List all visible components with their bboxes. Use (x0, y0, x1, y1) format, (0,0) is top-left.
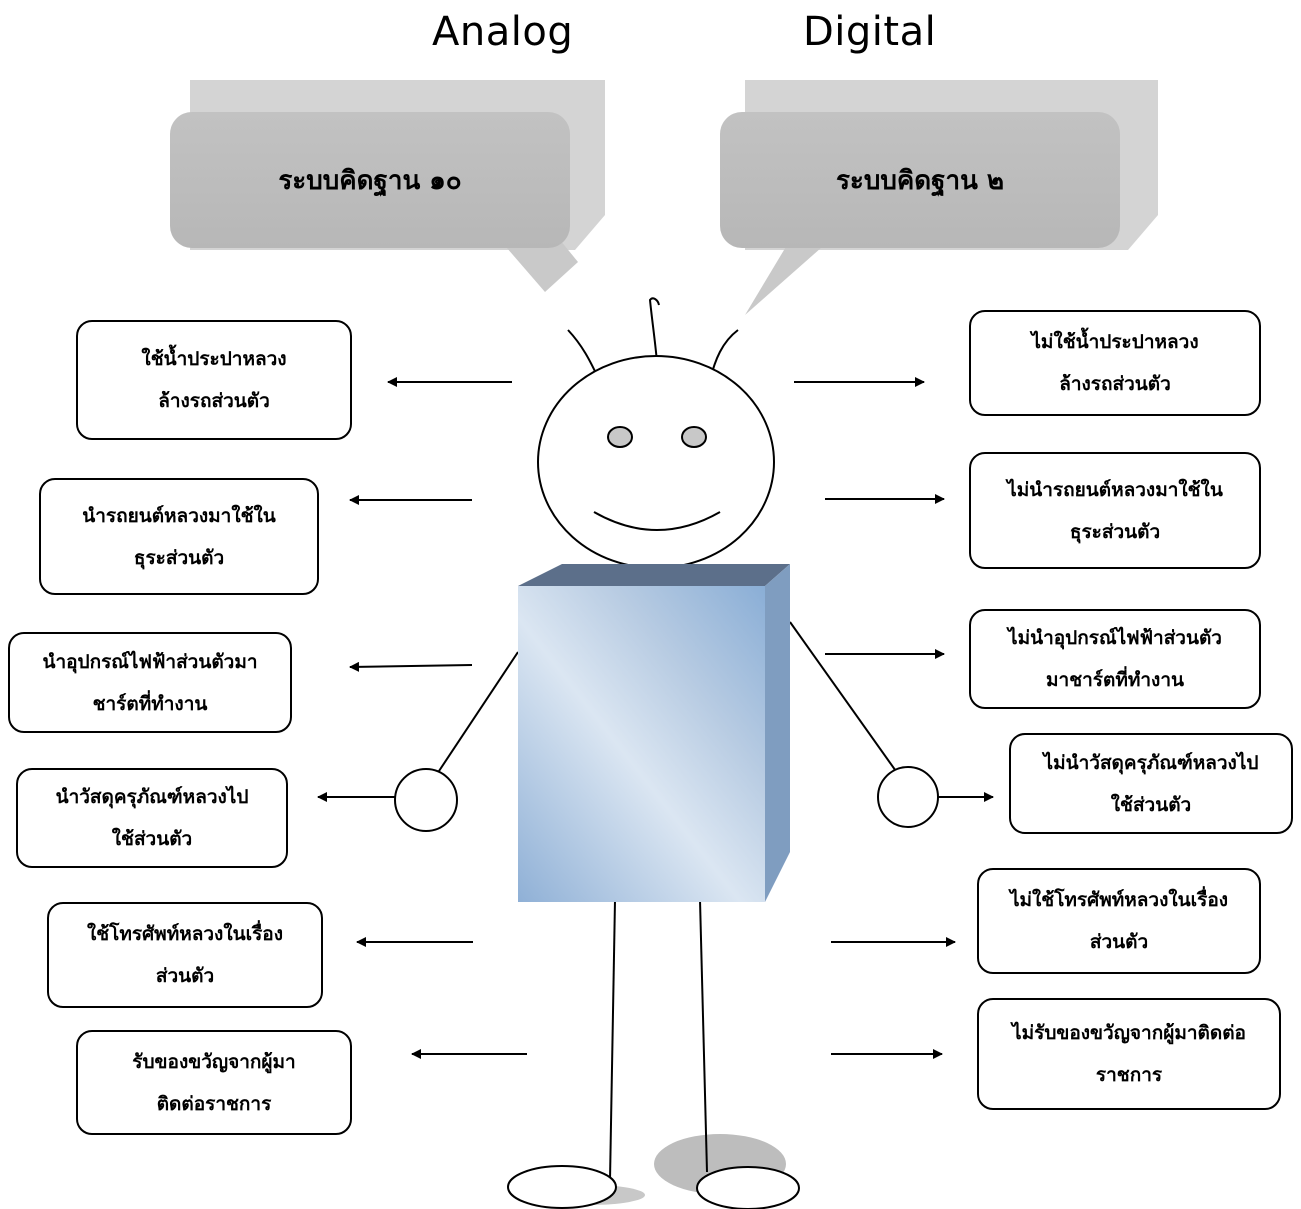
digital-item-text: ไม่นำอุปกรณ์ไฟฟ้าส่วนตัว มาชาร์ตที่ทำงาน (1008, 627, 1222, 691)
arrows (317, 377, 994, 1059)
analog-item-text: ใช้โทรศัพท์หลวงในเรื่อง ส่วนตัว (87, 923, 283, 987)
right-eye (681, 426, 707, 448)
analog-item-text: นำรถยนต์หลวงมาใช้ใน ธุระส่วนตัว (82, 504, 276, 569)
digital-item-text: ไม่นำรถยนต์หลวงมาใช้ใน ธุระส่วนตัว (1007, 478, 1223, 543)
digital-item-box: ไม่ใช้โทรศัพท์หลวงในเรื่อง ส่วนตัว (977, 868, 1261, 974)
digital-item-text: ไม่รับของขวัญจากผู้มาติดต่อ ราชการ (1012, 1022, 1246, 1086)
digital-bubble-label: ระบบคิดฐาน ๒ (835, 165, 1005, 196)
analog-item-box: นำรถยนต์หลวงมาใช้ใน ธุระส่วนตัว (39, 478, 319, 595)
digital-item-box: ไม่รับของขวัญจากผู้มาติดต่อ ราชการ (977, 998, 1281, 1110)
digital-heading: Digital (803, 9, 937, 55)
digital-item-text: ไม่ใช้โทรศัพท์หลวงในเรื่อง ส่วนตัว (1009, 889, 1229, 953)
right-foot (696, 1166, 800, 1209)
arrow-left-3 (349, 661, 473, 672)
analog-bubble: ระบบคิดฐาน ๑๐ (170, 112, 570, 248)
digital-item-text: ไม่ใช้น้ำประปาหลวง ล้างรถส่วนตัว (1031, 331, 1199, 395)
analog-item-text: นำวัสดุครุภัณฑ์หลวงไป ใช้ส่วนตัว (55, 786, 249, 850)
digital-bubble: ระบบคิดฐาน ๒ (720, 112, 1120, 248)
analog-item-text: รับของขวัญจากผู้มา ติดต่อราชการ (132, 1050, 296, 1115)
digital-item-box: ไม่ใช้น้ำประปาหลวง ล้างรถส่วนตัว (969, 310, 1261, 416)
analog-item-box: นำอุปกรณ์ไฟฟ้าส่วนตัวมา ชาร์ตที่ทำงาน (8, 632, 292, 733)
left-foot (507, 1165, 617, 1209)
analog-item-box: รับของขวัญจากผู้มา ติดต่อราชการ (76, 1030, 352, 1135)
head (537, 355, 775, 569)
analog-heading: Analog (432, 9, 574, 55)
digital-item-box: ไม่นำอุปกรณ์ไฟฟ้าส่วนตัว มาชาร์ตที่ทำงาน (969, 609, 1261, 709)
smile (593, 511, 721, 531)
right-leg (699, 899, 708, 1173)
left-arm (436, 651, 519, 775)
analog-bubble-label: ระบบคิดฐาน ๑๐ (278, 165, 462, 196)
right-arm (789, 621, 899, 775)
analog-item-text: นำอุปกรณ์ไฟฟ้าส่วนตัวมา ชาร์ตที่ทำงาน (42, 650, 258, 715)
right-hand (877, 766, 939, 828)
left-hand (394, 768, 458, 832)
body-box (518, 564, 790, 902)
analog-item-box: ใช้น้ำประปาหลวง ล้างรถส่วนตัว (76, 320, 352, 440)
left-eye (607, 426, 633, 448)
analog-item-box: นำวัสดุครุภัณฑ์หลวงไป ใช้ส่วนตัว (16, 768, 288, 868)
digital-item-box: ไม่นำวัสดุครุภัณฑ์หลวงไป ใช้ส่วนตัว (1009, 733, 1293, 834)
analog-item-text: ใช้น้ำประปาหลวง ล้างรถส่วนตัว (141, 348, 287, 412)
analog-item-box: ใช้โทรศัพท์หลวงในเรื่อง ส่วนตัว (47, 902, 323, 1008)
left-leg (609, 899, 616, 1181)
digital-item-box: ไม่นำรถยนต์หลวงมาใช้ใน ธุระส่วนตัว (969, 452, 1261, 569)
digital-item-text: ไม่นำวัสดุครุภัณฑ์หลวงไป ใช้ส่วนตัว (1043, 751, 1259, 816)
